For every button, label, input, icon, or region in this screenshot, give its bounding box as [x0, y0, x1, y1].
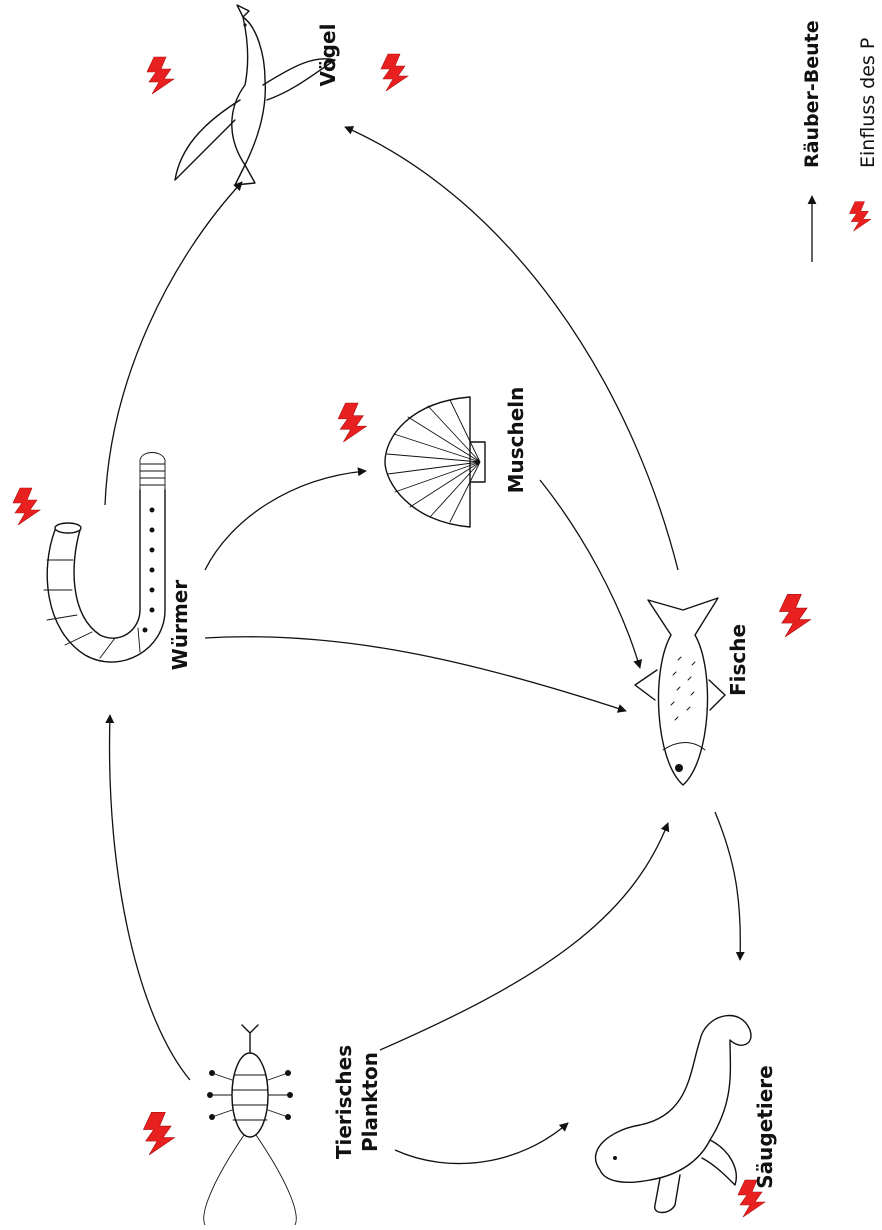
lightning-icon [338, 403, 366, 442]
legend-impact: Einfluss des P [857, 38, 879, 168]
label-birds: Vögel [316, 24, 340, 87]
seal-icon [596, 1016, 751, 1213]
worm-icon [44, 453, 165, 663]
label-plankton-line1: Tierisches [332, 1045, 356, 1159]
legend-lightning-icon [849, 202, 871, 232]
edge-plankton-worms [110, 715, 190, 1080]
lightning-icon [13, 488, 40, 525]
lightning-icon [779, 594, 810, 637]
mussel-icon [385, 397, 485, 527]
edge-fish-birds [345, 127, 678, 570]
edge-worms-fish [205, 637, 626, 711]
legend: Räuber-Beute Einfluss des P [801, 20, 879, 262]
label-mussels: Muscheln [504, 387, 528, 494]
legend-predator-prey: Räuber-Beute [801, 20, 823, 168]
edge-plankton-mammals [395, 1123, 568, 1164]
edge-mussels-fish [540, 480, 640, 668]
fish-icon [635, 598, 725, 785]
lightning-icon [143, 1112, 174, 1155]
label-worms: Würmer [168, 580, 192, 671]
plankton-icon [204, 1025, 296, 1225]
label-fish: Fische [726, 624, 750, 696]
label-mammals: Säugetiere [753, 1065, 777, 1188]
bird-icon [175, 5, 335, 185]
edge-worms-birds [105, 182, 242, 505]
lightning-icon [381, 54, 408, 91]
label-plankton-line2: Plankton [358, 1052, 382, 1152]
lightning-icon [147, 57, 174, 94]
edge-plankton-fish [380, 823, 668, 1050]
edge-fish-mammals [715, 812, 740, 960]
edge-worms-mussels [205, 471, 366, 570]
